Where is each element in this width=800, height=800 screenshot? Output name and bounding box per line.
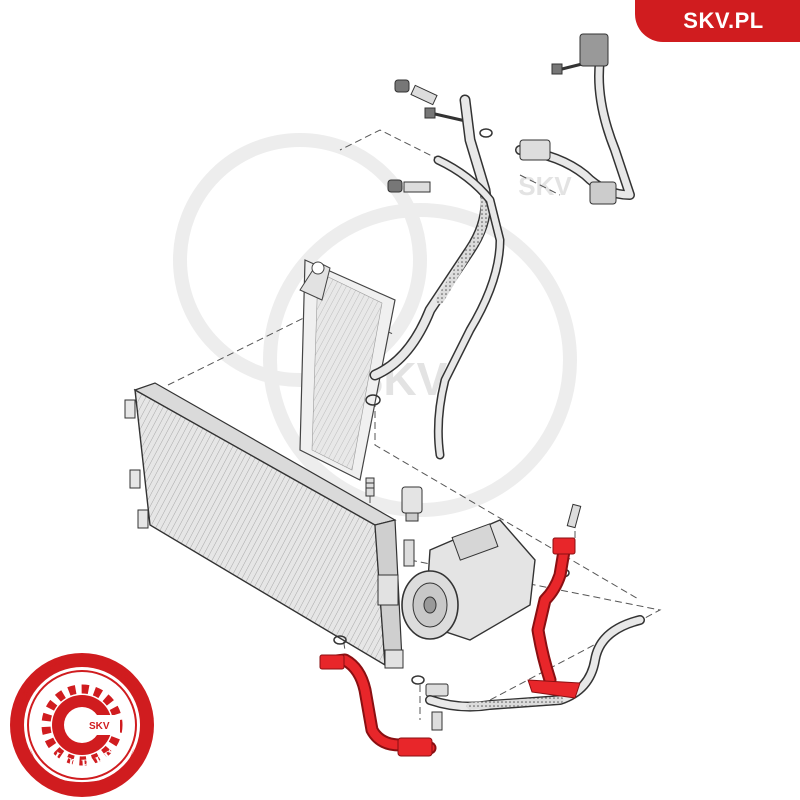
valve-cap-icon — [387, 62, 583, 193]
gear-icon — [41, 684, 123, 766]
highlighted-ac-line-right — [527, 537, 581, 699]
bolt-icon — [566, 503, 582, 529]
brand-site-label: SKV.PL — [683, 8, 764, 33]
pressure-sensor-icon — [401, 486, 423, 522]
ac-condenser — [124, 382, 404, 669]
highlighted-ac-line-left — [319, 653, 437, 757]
seal-center-label: SKV — [89, 721, 110, 732]
refrigerant-hose-lower — [425, 615, 645, 712]
auto-parts-quality-seal: AFTERMARKET PRICE · OF QUALITY SKV AUTO … — [10, 652, 154, 797]
watermark-text-small: SKV — [518, 171, 572, 201]
refrigerant-pipe-main — [433, 155, 505, 460]
bolt-icon — [365, 477, 375, 497]
sensor-valve-icon — [403, 539, 415, 567]
brand-badge: SKV.PL — [635, 0, 800, 42]
engine-radiator — [299, 259, 396, 481]
sensor-valve-icon — [425, 683, 449, 731]
ac-compressor — [401, 519, 536, 641]
refrigerant-pipe-connector — [515, 33, 635, 205]
